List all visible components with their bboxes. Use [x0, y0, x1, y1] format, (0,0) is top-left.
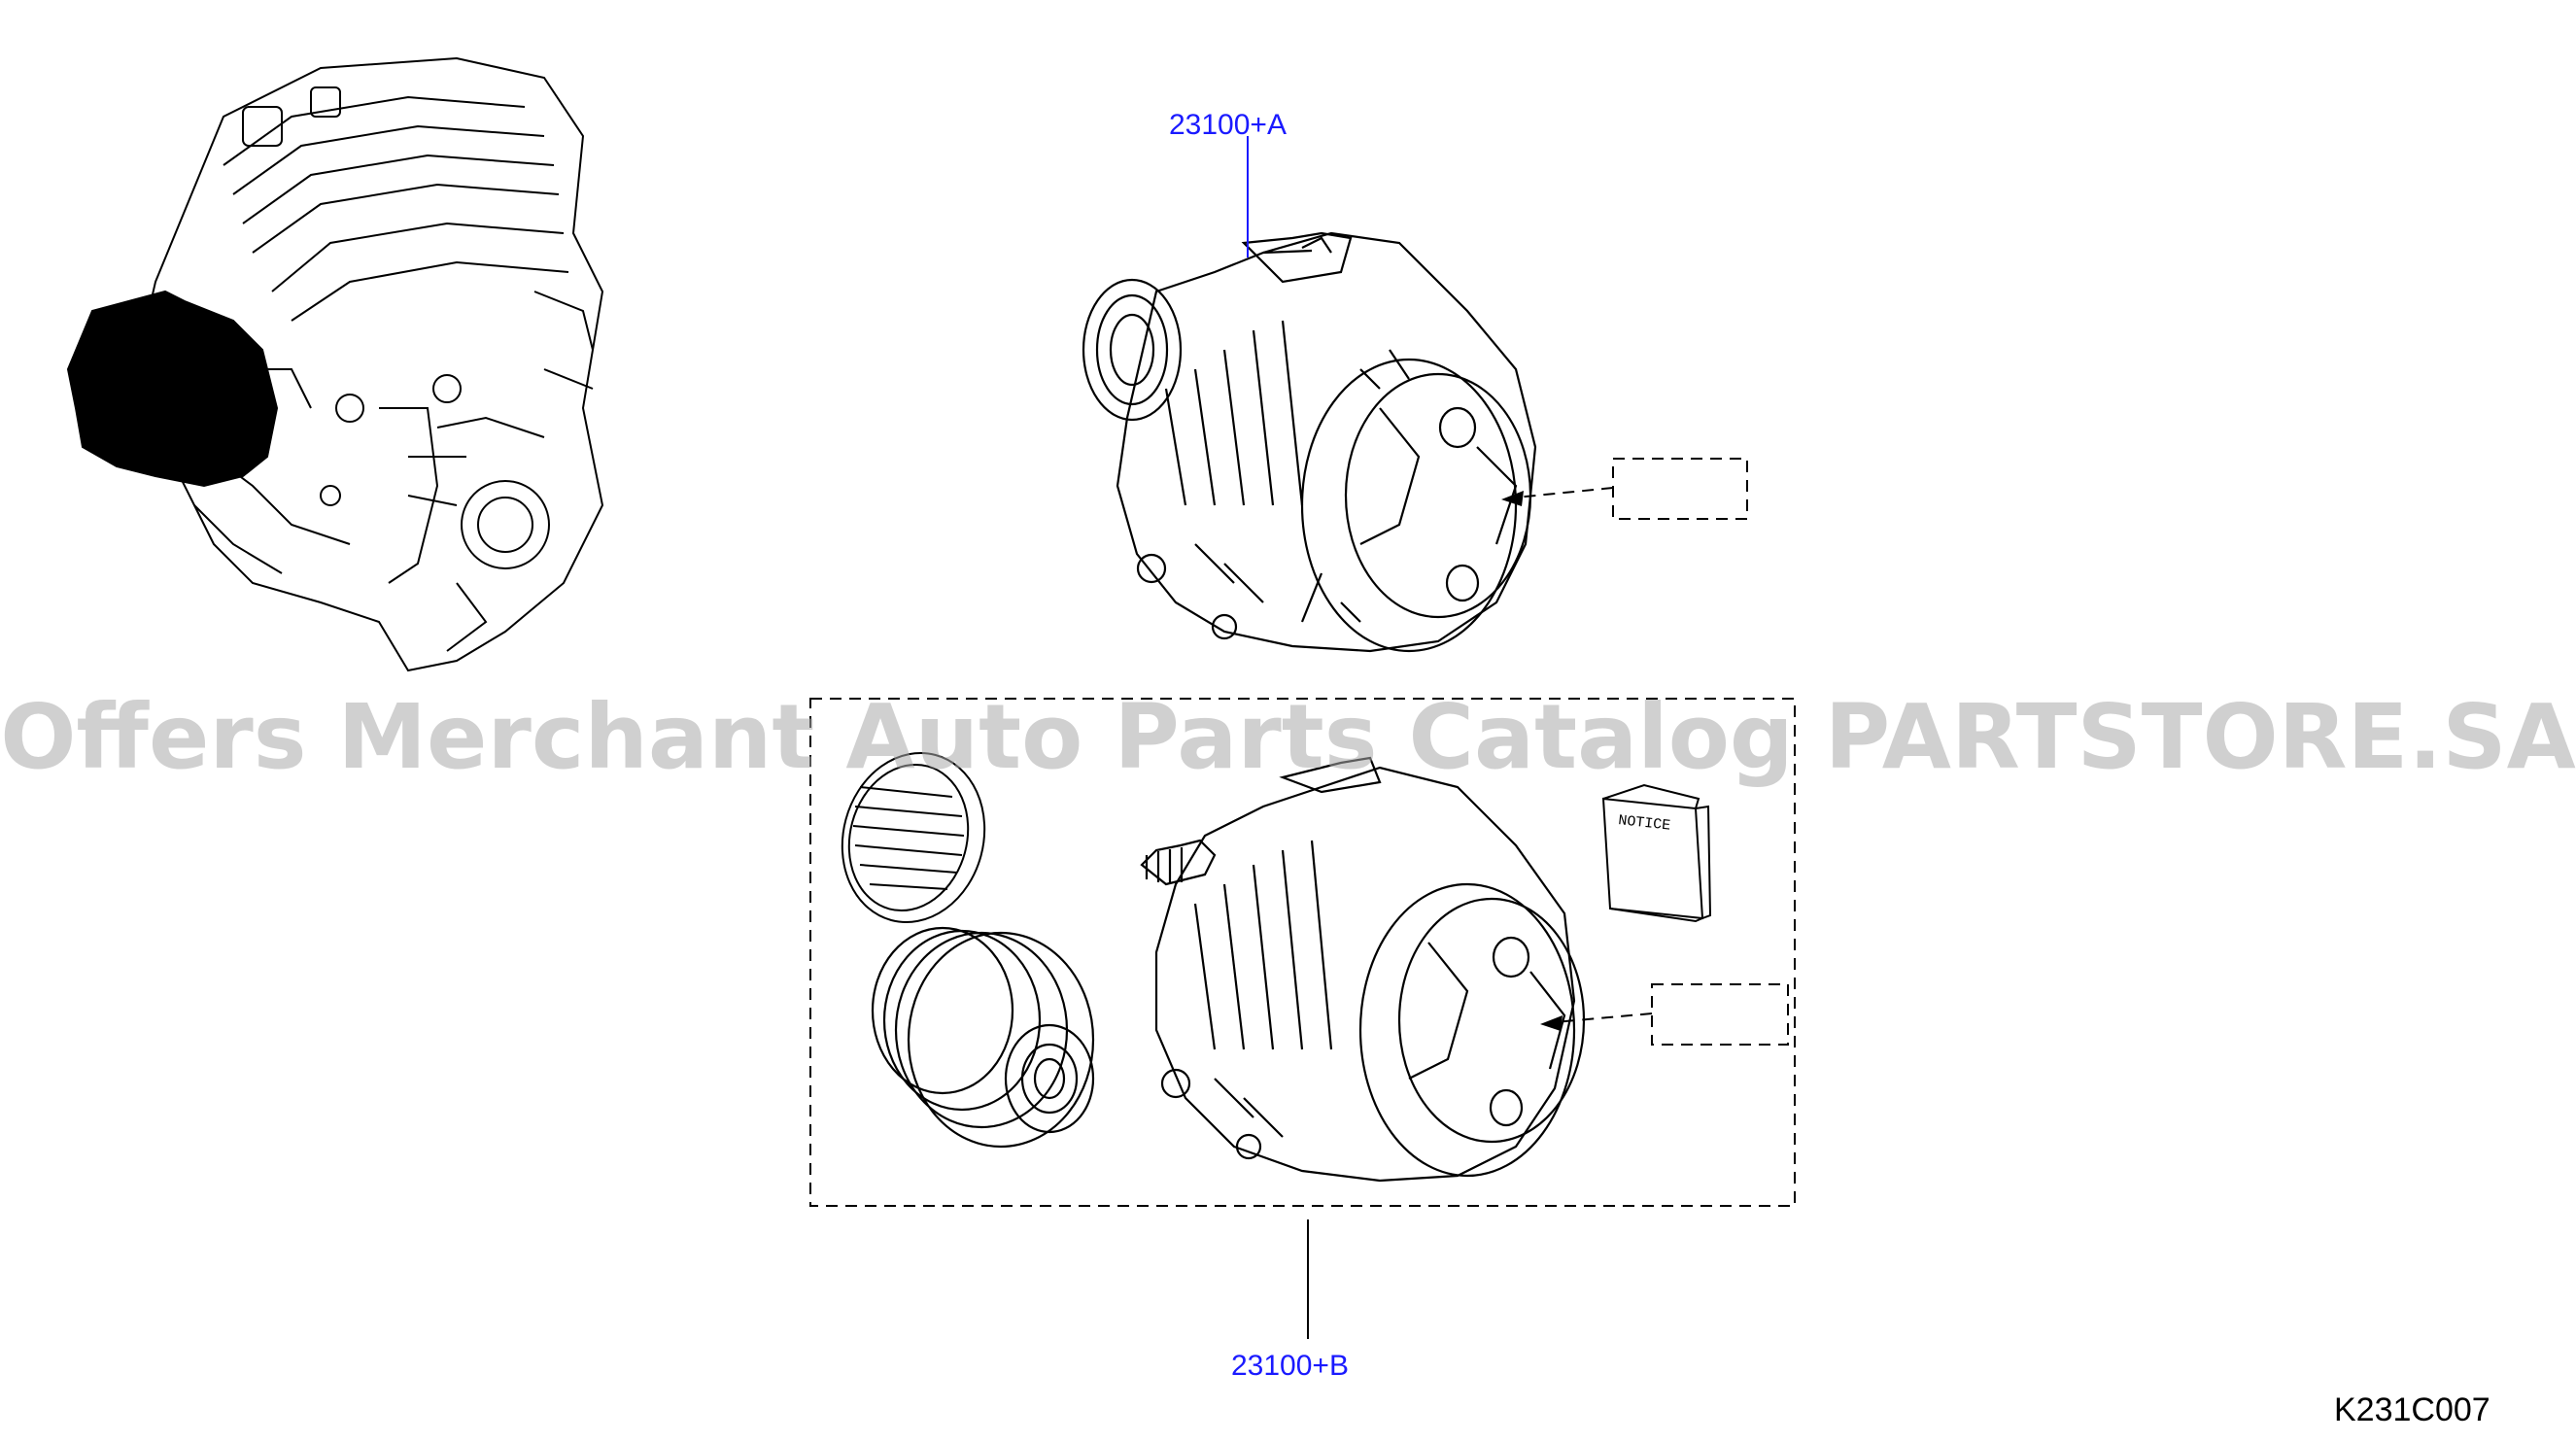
notice-booklet-illustration	[1601, 783, 1712, 923]
callout-23100-a[interactable]: 23100+A	[1169, 109, 1287, 141]
end-cover-illustration	[841, 751, 986, 924]
callout-23100-b[interactable]: 23100+B	[1231, 1350, 1349, 1382]
label-placeholder-b	[1554, 983, 1789, 1046]
label-placeholder-a	[1515, 458, 1748, 520]
label-arrow-a	[1501, 491, 1524, 506]
notice-label: NOTICE	[1617, 812, 1670, 835]
label-arrow-b	[1540, 1015, 1563, 1031]
alternator-a-illustration	[1082, 231, 1537, 653]
alternator-b-illustration	[1140, 756, 1586, 1183]
kit-b-outline	[809, 698, 1796, 1207]
diagram-code: K231C007	[2334, 1391, 2490, 1428]
transmission-housing-shape	[66, 290, 279, 488]
pulley-illustration	[871, 926, 1095, 1149]
